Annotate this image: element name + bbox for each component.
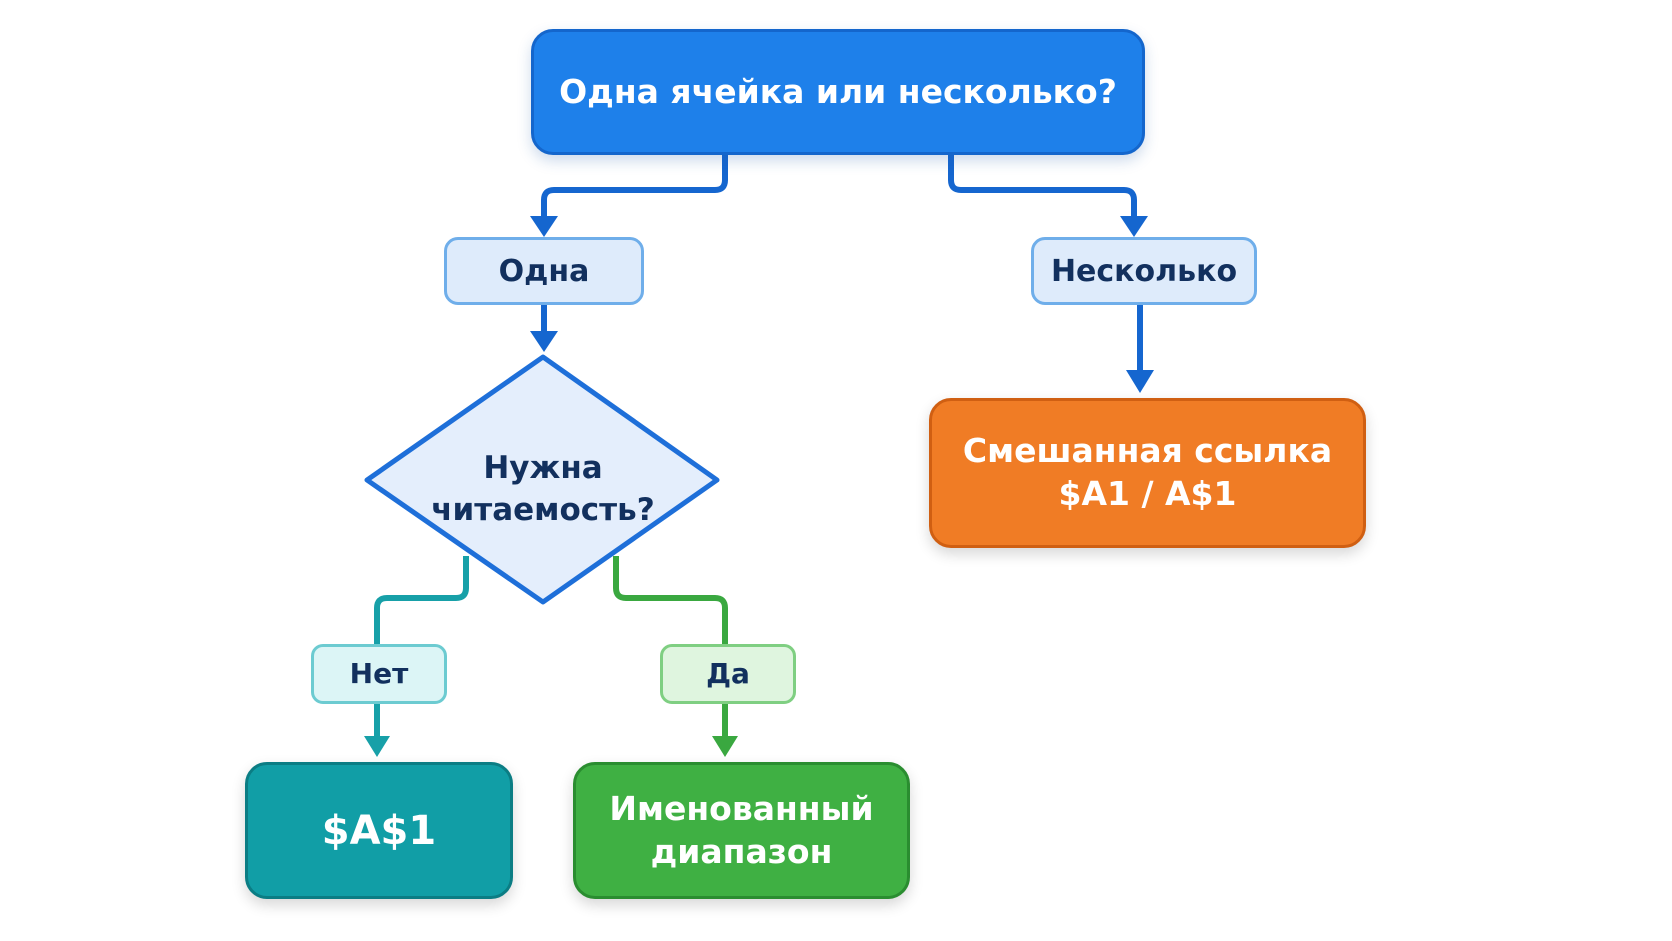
result-mixed-reference-node: Смешанная ссылка $A1 / A$1	[929, 398, 1366, 548]
option-yes-label: Да	[706, 656, 750, 690]
root-question-node: Одна ячейка или несколько?	[531, 29, 1145, 155]
result-mixed-line-1: Смешанная ссылка	[962, 431, 1333, 471]
decision-label: Нужна читаемость?	[408, 430, 678, 550]
arrowhead-named	[712, 736, 738, 757]
option-yes-node: Да	[660, 644, 796, 704]
arrowhead-decision	[530, 331, 558, 352]
connector-decision-to-no	[374, 556, 469, 644]
branch-one-label: Одна	[498, 253, 590, 289]
branch-many-label: Несколько	[1050, 253, 1238, 289]
result-absolute-reference-node: $A$1	[245, 762, 513, 899]
result-named-line-1: Именованный	[609, 788, 874, 828]
arrowhead-absolute	[364, 736, 390, 757]
connector-root-to-one	[541, 155, 728, 218]
branch-many-node: Несколько	[1031, 237, 1257, 305]
arrowhead-mixed	[1126, 370, 1154, 393]
root-question-label: Одна ячейка или несколько?	[559, 71, 1117, 111]
connector-decision-to-yes	[613, 556, 728, 644]
result-named-line-2: диапазон	[650, 831, 833, 871]
arrowhead-many	[1120, 216, 1148, 237]
result-absolute-label: $A$1	[321, 807, 437, 854]
result-named-range-node: Именованный диапазон	[573, 762, 910, 899]
decision-line-2: читаемость?	[431, 492, 655, 528]
option-no-node: Нет	[311, 644, 447, 704]
arrowhead-one	[530, 216, 558, 237]
decision-line-1: Нужна	[483, 450, 603, 487]
branch-one-node: Одна	[444, 237, 644, 305]
result-mixed-line-2: $A1 / A$1	[1058, 474, 1237, 513]
connector-root-to-many	[948, 155, 1137, 218]
option-no-label: Нет	[349, 656, 409, 690]
